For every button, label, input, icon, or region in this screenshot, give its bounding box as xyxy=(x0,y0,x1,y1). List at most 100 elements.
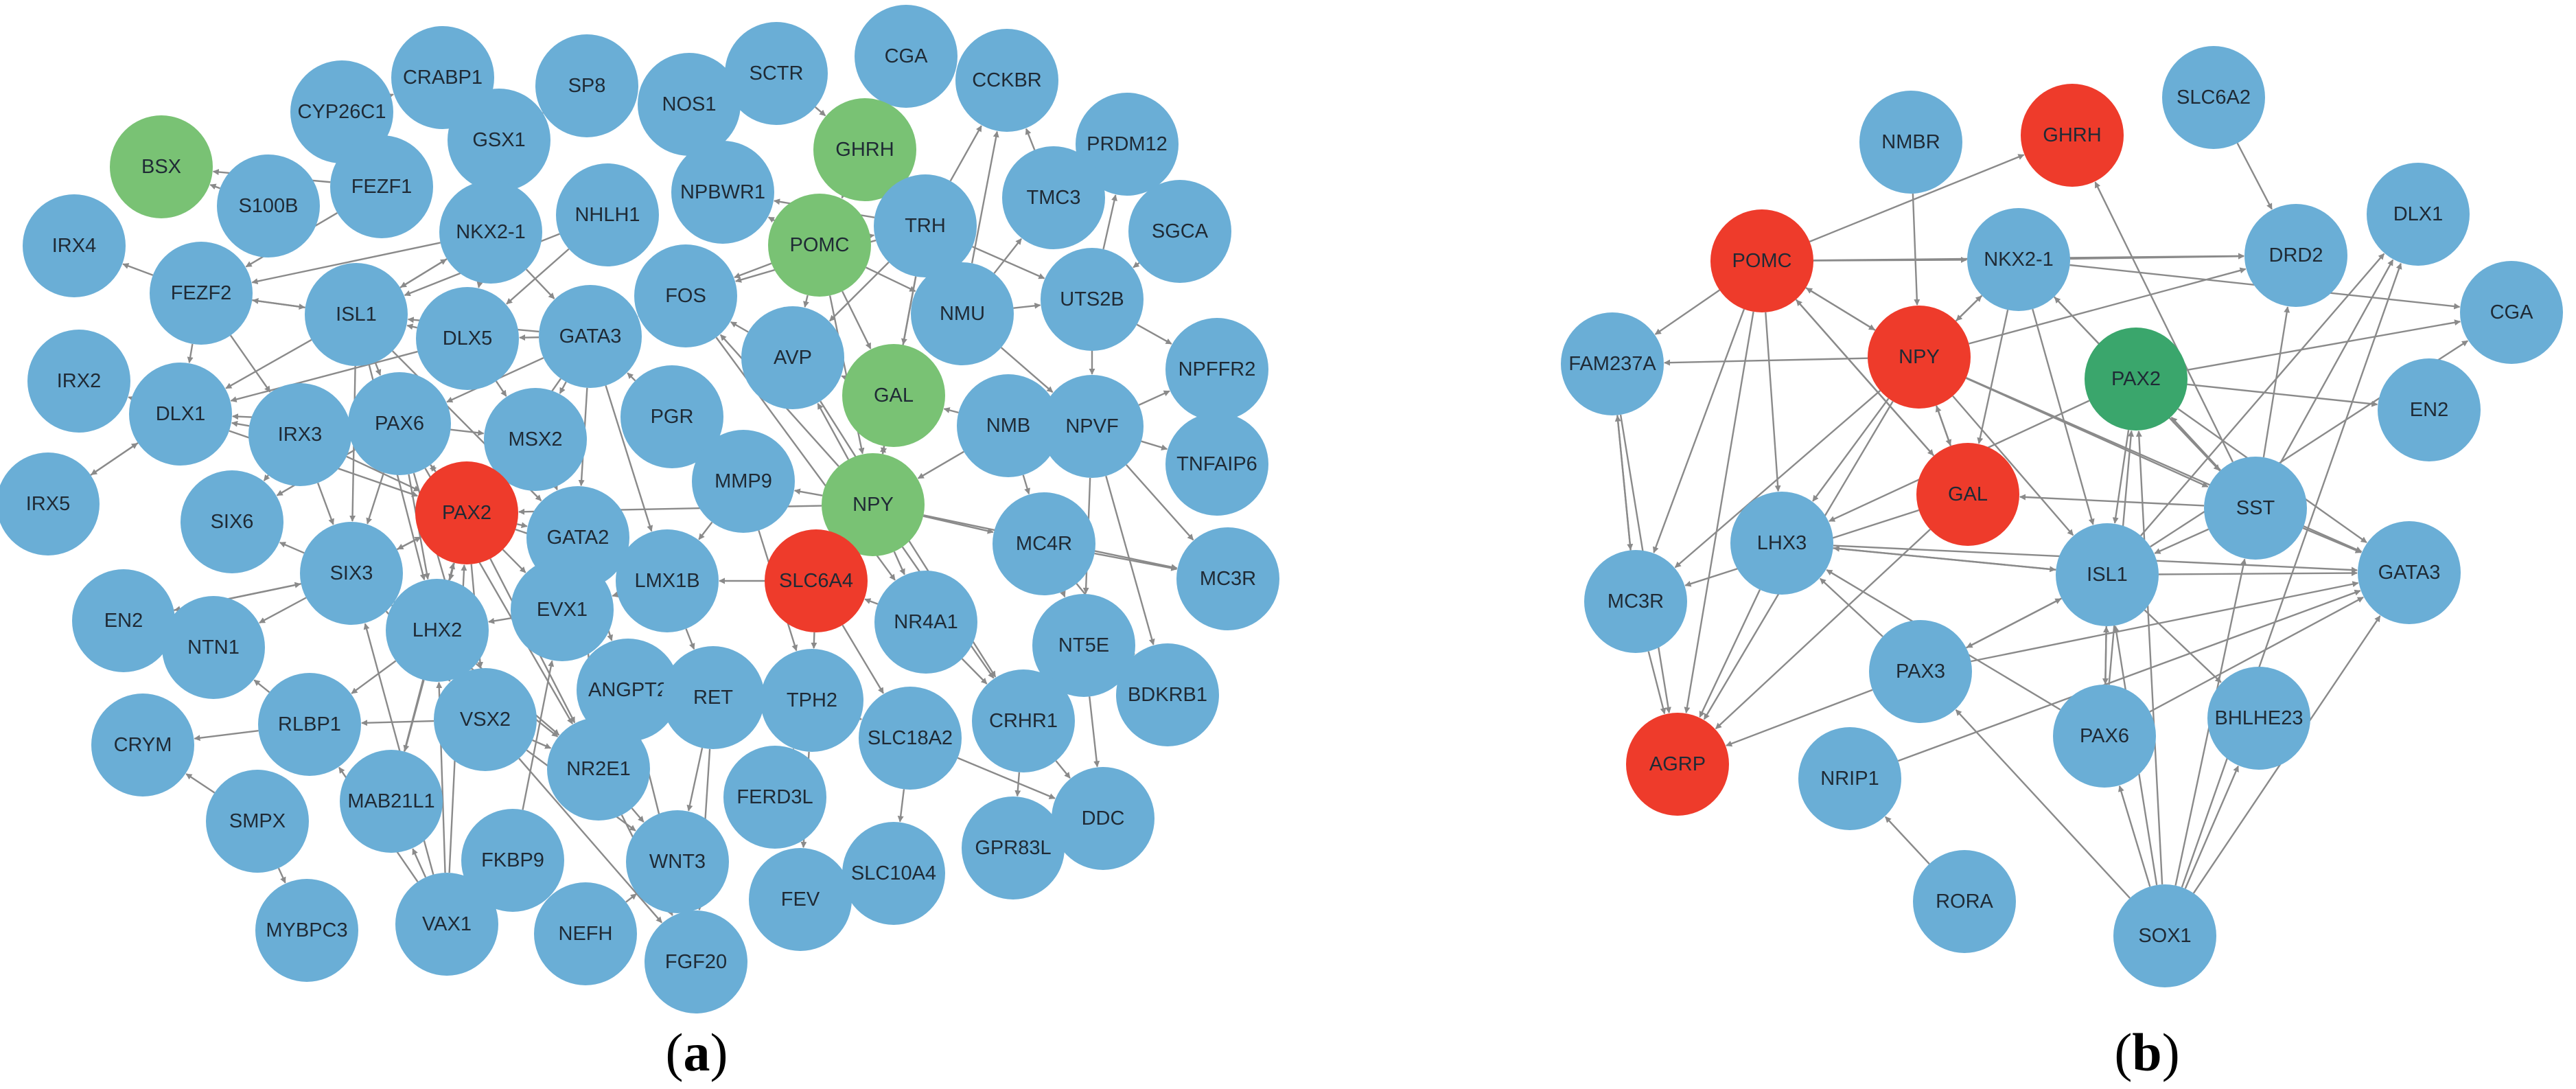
node-gal[interactable]: GAL xyxy=(842,344,945,447)
node-irx5[interactable]: IRX5 xyxy=(0,452,100,555)
node-slc18a2[interactable]: SLC18A2 xyxy=(859,687,962,790)
node-irx2[interactable]: IRX2 xyxy=(27,330,130,433)
node-prdm12[interactable]: PRDM12 xyxy=(1076,93,1179,196)
node-nt5e[interactable]: NT5E xyxy=(1032,594,1135,697)
node-dlx1[interactable]: DLX1 xyxy=(2367,163,2470,266)
node-nmb[interactable]: NMB xyxy=(957,374,1060,477)
node-angpt2[interactable]: ANGPT2 xyxy=(577,639,680,742)
node-gata3[interactable]: GATA3 xyxy=(2358,521,2461,624)
node-sst[interactable]: SST xyxy=(2204,457,2307,560)
node-isl1[interactable]: ISL1 xyxy=(305,263,408,366)
node-crym[interactable]: CRYM xyxy=(91,693,194,796)
node-ghrh[interactable]: GHRH xyxy=(2021,84,2124,187)
node-nkx2-1[interactable]: NKX2-1 xyxy=(1967,208,2070,311)
node-isl1[interactable]: ISL1 xyxy=(2056,523,2159,626)
node-vax1[interactable]: VAX1 xyxy=(395,873,498,976)
node-slc6a2[interactable]: SLC6A2 xyxy=(2162,46,2265,149)
node-lhx2[interactable]: LHX2 xyxy=(386,579,489,682)
node-irx4[interactable]: IRX4 xyxy=(23,194,126,297)
node-npffr2[interactable]: NPFFR2 xyxy=(1165,318,1268,421)
node-agrp[interactable]: AGRP xyxy=(1626,713,1729,816)
node-nefh[interactable]: NEFH xyxy=(534,882,637,985)
node-ret[interactable]: RET xyxy=(662,646,765,749)
node-lmx1b[interactable]: LMX1B xyxy=(616,529,719,632)
node-ghrh[interactable]: GHRH xyxy=(813,98,916,201)
node-mc3r[interactable]: MC3R xyxy=(1176,527,1279,630)
node-gata3[interactable]: GATA3 xyxy=(539,285,642,388)
node-crhr1[interactable]: CRHR1 xyxy=(972,669,1075,772)
node-fgf20[interactable]: FGF20 xyxy=(645,910,747,1013)
node-drd2[interactable]: DRD2 xyxy=(2244,204,2347,307)
node-ferd3l[interactable]: FERD3L xyxy=(723,746,826,849)
node-evx1[interactable]: EVX1 xyxy=(511,558,614,661)
node-pax6[interactable]: PAX6 xyxy=(348,372,451,475)
node-six6[interactable]: SIX6 xyxy=(181,470,283,573)
node-nmu[interactable]: NMU xyxy=(911,262,1014,365)
node-ntn1[interactable]: NTN1 xyxy=(162,596,265,699)
node-nkx2-1[interactable]: NKX2-1 xyxy=(439,181,542,284)
node-smpx[interactable]: SMPX xyxy=(206,770,309,873)
node-tnfaip6[interactable]: TNFAIP6 xyxy=(1165,413,1268,516)
node-sox1[interactable]: SOX1 xyxy=(2113,884,2216,987)
node-sgca[interactable]: SGCA xyxy=(1128,180,1231,283)
node-tmc3[interactable]: TMC3 xyxy=(1002,146,1105,249)
node-msx2[interactable]: MSX2 xyxy=(484,388,587,491)
node-bhlhe23[interactable]: BHLHE23 xyxy=(2207,667,2310,770)
node-pax2[interactable]: PAX2 xyxy=(2085,328,2188,431)
node-six3[interactable]: SIX3 xyxy=(300,522,403,625)
node-uts2b[interactable]: UTS2B xyxy=(1041,248,1144,351)
node-sctr[interactable]: SCTR xyxy=(725,22,828,125)
node-gpr83l[interactable]: GPR83L xyxy=(962,796,1065,899)
node-bsx[interactable]: BSX xyxy=(110,115,213,218)
node-npvf[interactable]: NPVF xyxy=(1041,375,1144,478)
node-fezf2[interactable]: FEZF2 xyxy=(150,242,253,345)
node-nr2e1[interactable]: NR2E1 xyxy=(547,718,650,821)
node-fos[interactable]: FOS xyxy=(634,244,737,347)
node-mmp9[interactable]: MMP9 xyxy=(692,430,795,533)
node-en2[interactable]: EN2 xyxy=(2378,358,2481,461)
node-fam237a[interactable]: FAM237A xyxy=(1561,312,1664,415)
node-avp[interactable]: AVP xyxy=(741,306,844,409)
node-nhlh1[interactable]: NHLH1 xyxy=(556,163,659,266)
node-pomc[interactable]: POMC xyxy=(1710,209,1813,312)
node-pomc[interactable]: POMC xyxy=(768,194,871,297)
node-cga[interactable]: CGA xyxy=(2460,261,2563,364)
node-gal[interactable]: GAL xyxy=(1916,443,2019,546)
node-mc4r[interactable]: MC4R xyxy=(993,492,1095,595)
node-slc6a4[interactable]: SLC6A4 xyxy=(765,529,868,632)
node-gsx1[interactable]: GSX1 xyxy=(448,89,550,192)
node-pax6[interactable]: PAX6 xyxy=(2053,685,2156,788)
node-cga[interactable]: CGA xyxy=(855,5,958,108)
node-wnt3[interactable]: WNT3 xyxy=(626,810,729,913)
node-dlx5[interactable]: DLX5 xyxy=(416,287,519,390)
node-nrip1[interactable]: NRIP1 xyxy=(1798,727,1901,830)
node-bdkrb1[interactable]: BDKRB1 xyxy=(1116,643,1219,746)
node-npy[interactable]: NPY xyxy=(822,453,925,556)
node-slc10a4[interactable]: SLC10A4 xyxy=(842,822,945,925)
node-fkbp9[interactable]: FKBP9 xyxy=(461,809,564,912)
node-pax2[interactable]: PAX2 xyxy=(415,461,518,564)
node-npy[interactable]: NPY xyxy=(1868,306,1971,409)
node-s100b[interactable]: S100B xyxy=(217,154,320,257)
node-cckbr[interactable]: CCKBR xyxy=(955,29,1058,132)
node-mybpc3[interactable]: MYBPC3 xyxy=(255,879,358,982)
node-mc3r[interactable]: MC3R xyxy=(1584,550,1687,653)
node-mab21l1[interactable]: MAB21L1 xyxy=(340,750,443,853)
node-pgr[interactable]: PGR xyxy=(620,365,723,468)
node-fezf1[interactable]: FEZF1 xyxy=(330,135,433,238)
node-trh[interactable]: TRH xyxy=(874,174,977,277)
node-lhx3[interactable]: LHX3 xyxy=(1730,492,1833,595)
node-irx3[interactable]: IRX3 xyxy=(248,383,351,486)
node-dlx1[interactable]: DLX1 xyxy=(129,363,232,466)
node-npbwr1[interactable]: NPBWR1 xyxy=(671,141,774,244)
node-sp8[interactable]: SP8 xyxy=(535,34,638,137)
node-en2[interactable]: EN2 xyxy=(72,569,175,672)
node-ddc[interactable]: DDC xyxy=(1052,767,1154,870)
node-fev[interactable]: FEV xyxy=(749,848,852,951)
node-tph2[interactable]: TPH2 xyxy=(761,649,863,752)
node-vsx2[interactable]: VSX2 xyxy=(434,668,537,771)
node-nr4a1[interactable]: NR4A1 xyxy=(874,571,977,674)
node-rlbp1[interactable]: RLBP1 xyxy=(258,673,361,776)
node-nmbr[interactable]: NMBR xyxy=(1859,91,1962,194)
node-nos1[interactable]: NOS1 xyxy=(638,53,741,156)
